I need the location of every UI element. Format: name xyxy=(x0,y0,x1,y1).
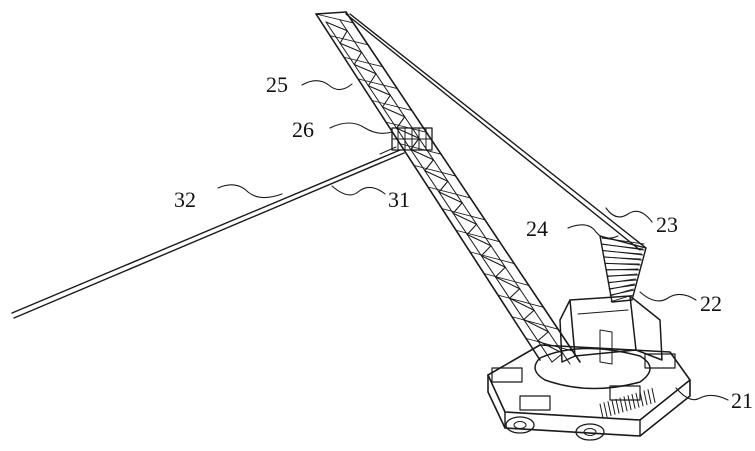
leader-21 xyxy=(675,387,729,401)
crawler-undercarriage xyxy=(487,344,691,441)
label-23: 23 xyxy=(656,212,678,237)
mast-lattice-web xyxy=(601,237,645,303)
leader-23 xyxy=(605,207,653,223)
hoist-cable xyxy=(11,146,405,319)
leader-26 xyxy=(329,122,393,134)
sheave-block xyxy=(391,127,433,151)
label-32: 32 xyxy=(174,187,196,212)
leader-31 xyxy=(331,185,386,196)
reference-numerals: 25 26 32 31 24 23 22 21 xyxy=(174,72,753,413)
gantry-mast xyxy=(599,235,647,303)
body-grille xyxy=(599,387,656,419)
label-31: 31 xyxy=(388,187,410,212)
leader-32 xyxy=(217,184,283,199)
label-21: 21 xyxy=(731,388,753,413)
label-22: 22 xyxy=(700,291,722,316)
label-25: 25 xyxy=(266,72,288,97)
luffing-rope xyxy=(345,13,647,251)
leader-lines xyxy=(217,80,729,401)
label-26: 26 xyxy=(292,117,314,142)
leader-24 xyxy=(567,224,619,239)
lattice-boom xyxy=(315,11,581,365)
leader-25 xyxy=(301,80,353,91)
leader-22 xyxy=(639,291,697,302)
boom-lattice-web xyxy=(315,13,574,363)
label-24: 24 xyxy=(526,216,548,241)
upper-structure xyxy=(534,295,663,390)
